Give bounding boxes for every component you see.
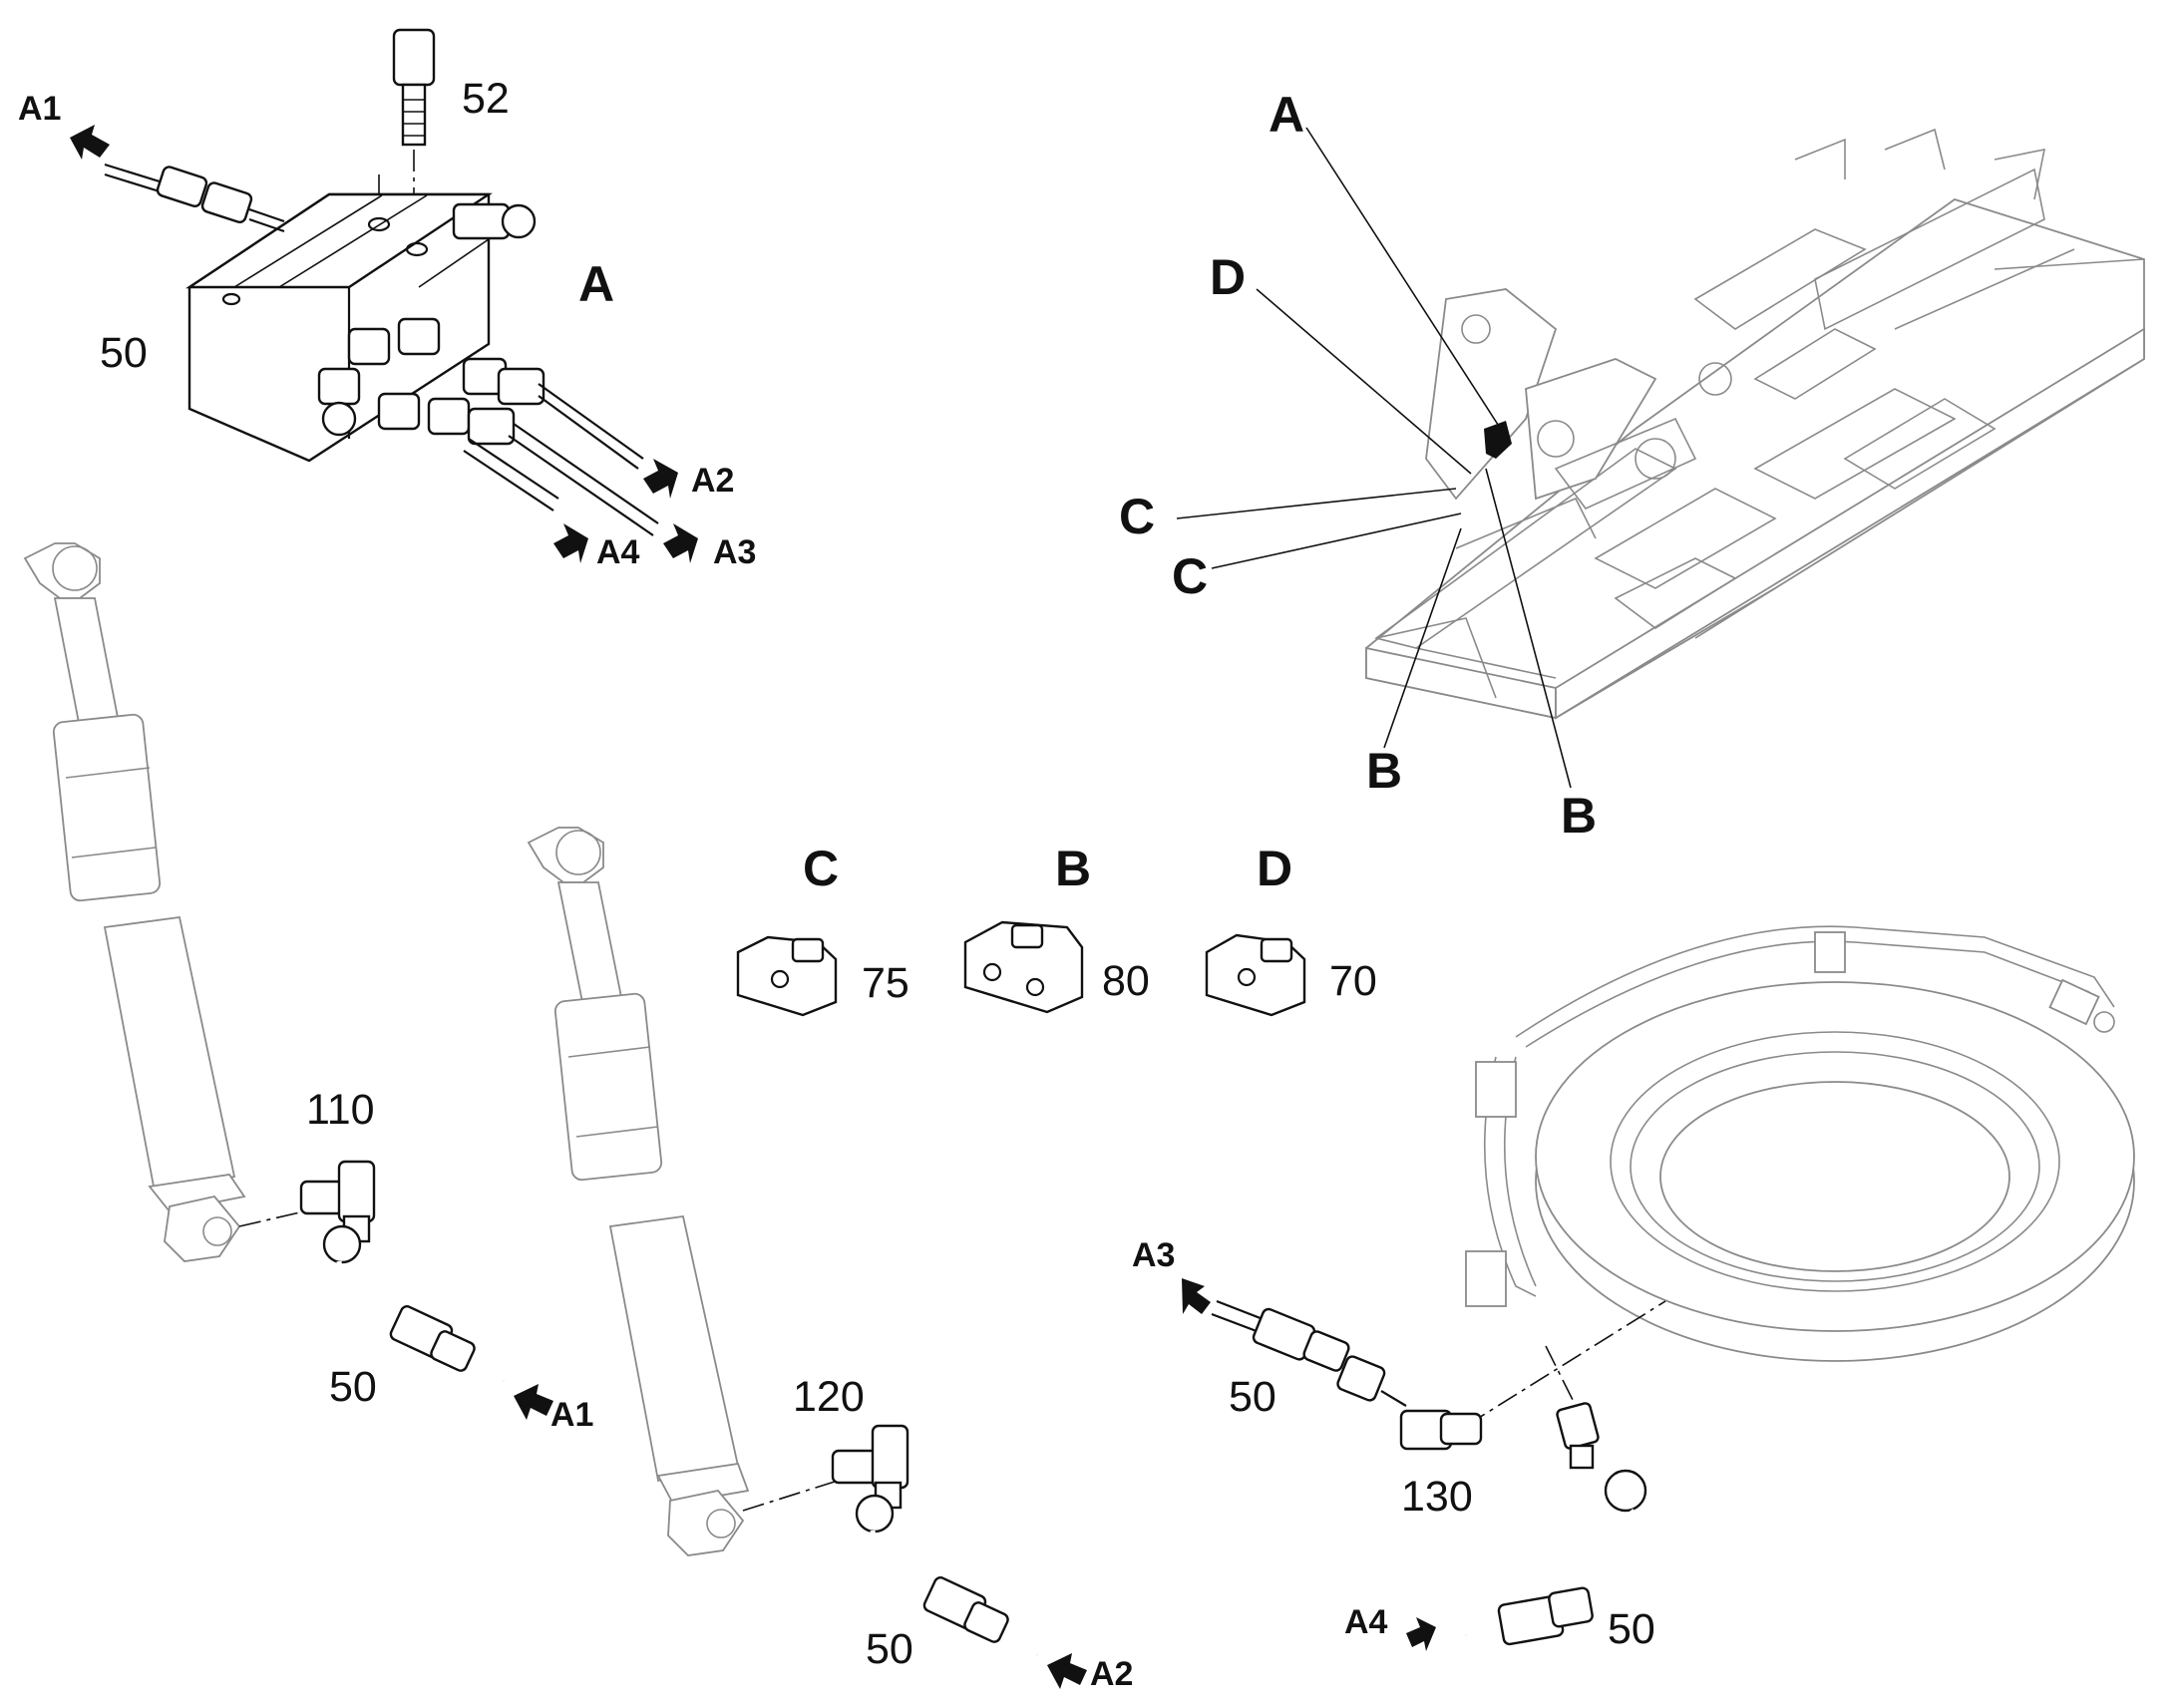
label-part-70: 70 <box>1329 957 1377 1005</box>
pipe-right-a4 <box>1406 1345 1674 1651</box>
label-view-c-clamp: C <box>803 841 839 896</box>
arrow-a4-top <box>553 523 588 563</box>
label-view-c1-frame: C <box>1119 489 1155 544</box>
arrow-a2-top <box>643 459 678 499</box>
label-part-50-middle: 50 <box>866 1625 913 1673</box>
label-part-50-a4: 50 <box>1608 1605 1655 1653</box>
clamp-b-80 <box>963 920 1084 1014</box>
label-view-a-frame: A <box>1269 87 1304 143</box>
tee-fitting-120 <box>742 1424 909 1512</box>
label-view-b2-frame: B <box>1561 788 1597 844</box>
label-part-75: 75 <box>862 959 909 1007</box>
label-port-a1-top: A1 <box>18 90 61 128</box>
label-part-52: 52 <box>462 75 510 123</box>
arrow-a2-bottom <box>1047 1653 1087 1689</box>
slewing-ring <box>1465 925 2135 1362</box>
tee-fitting-110 <box>238 1160 376 1243</box>
block-fittings <box>317 202 545 446</box>
leader-b2 <box>1485 468 1572 789</box>
cylinder-middle <box>527 827 750 1556</box>
label-view-b-clamp: B <box>1055 841 1091 896</box>
label-port-a2-top: A2 <box>691 462 734 500</box>
arrow-a3-top <box>663 523 698 563</box>
label-view-b1-frame: B <box>1366 743 1402 799</box>
leader-c2 <box>1211 512 1462 569</box>
label-view-c2-frame: C <box>1172 548 1208 604</box>
label-view-d-frame: D <box>1210 249 1246 305</box>
leader-c1 <box>1176 488 1457 519</box>
leader-d <box>1256 288 1472 475</box>
label-port-a3-top: A3 <box>713 533 756 571</box>
cylinder-left <box>23 542 246 1262</box>
chassis-frame <box>1176 127 2145 789</box>
label-part-120: 120 <box>793 1373 865 1421</box>
label-port-a4-bottom: A4 <box>1344 1603 1388 1641</box>
label-part-50-left: 50 <box>329 1363 377 1411</box>
arrow-a1-bottom <box>514 1384 553 1420</box>
leader-b1 <box>1383 527 1462 749</box>
valve-block <box>185 192 493 463</box>
pipe-right-a3 <box>1182 1278 1407 1407</box>
distribution-block-assembly <box>70 28 698 563</box>
clamp-c-75 <box>736 935 838 1017</box>
label-view-a-block: A <box>578 256 614 312</box>
label-port-a4-top: A4 <box>596 533 640 571</box>
pipe-a1-block <box>104 163 285 233</box>
pipe-left-a1 <box>322 1224 553 1420</box>
label-part-50-right: 50 <box>1229 1373 1276 1421</box>
label-port-a1-bottom: A1 <box>550 1396 593 1434</box>
arrow-a1-top <box>70 125 110 160</box>
arrow-a4-bottom <box>1406 1617 1436 1651</box>
arrow-a3-bottom <box>1182 1278 1211 1314</box>
label-part-110: 110 <box>306 1086 375 1134</box>
label-port-a3-bottom: A3 <box>1132 1236 1175 1274</box>
label-view-d-clamp: D <box>1257 841 1292 896</box>
pipe-middle-a2 <box>855 1494 1087 1689</box>
pipes-a2-a3-a4 <box>463 383 659 536</box>
leader-a <box>1305 127 1503 432</box>
clamp-d-70 <box>1205 933 1306 1017</box>
label-port-a2-bottom: A2 <box>1090 1655 1133 1693</box>
label-part-80: 80 <box>1102 957 1150 1005</box>
tee-fitting-130 <box>1399 1300 1666 1451</box>
label-part-130: 130 <box>1401 1473 1473 1521</box>
label-part-50-block: 50 <box>100 329 148 377</box>
